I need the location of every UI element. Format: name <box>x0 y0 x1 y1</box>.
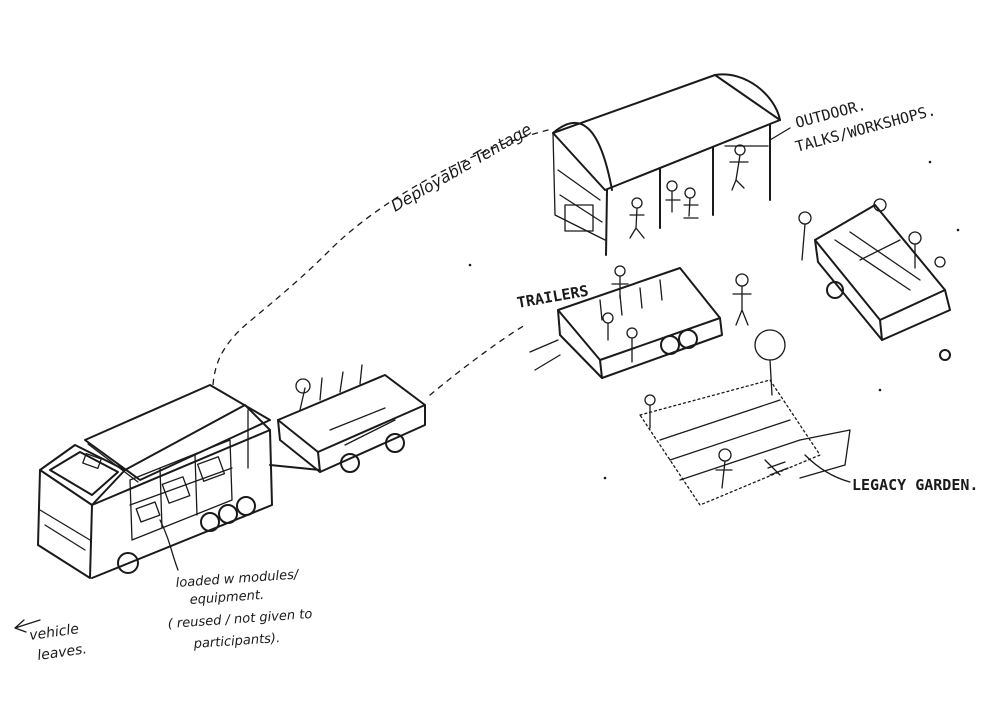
label-vehicle: vehicle <box>28 621 80 644</box>
pointer-loaded <box>159 519 179 571</box>
label-leaves: leaves. <box>36 641 87 664</box>
trailer-center <box>529 265 752 379</box>
label-trailers: TRAILERS <box>516 282 590 312</box>
label-loaded-2: equipment. <box>189 588 264 608</box>
label-loaded-3: ( reused / not given to <box>167 607 313 632</box>
label-deployable-tentage: Deployable Tentage <box>388 119 536 215</box>
pointer-vehicle-arrow <box>14 619 41 633</box>
dashed-route-line <box>212 129 549 386</box>
pointer-outdoor <box>769 127 791 141</box>
label-loaded-4: participants). <box>192 631 280 652</box>
dashed-route-line-2 <box>429 324 526 396</box>
truck <box>37 384 273 579</box>
dot <box>878 388 882 392</box>
dot <box>928 160 932 164</box>
trailer-right <box>798 198 951 361</box>
legacy-garden <box>639 329 851 506</box>
dot <box>603 476 607 480</box>
dot <box>956 228 960 232</box>
dot <box>468 263 472 267</box>
tent <box>552 73 781 256</box>
trailer-towed <box>269 364 426 473</box>
label-legacy-garden: LEGACY GARDEN. <box>852 476 978 494</box>
pointer-legacy <box>804 454 851 483</box>
label-loaded-1: loaded w modules/ <box>175 567 300 591</box>
